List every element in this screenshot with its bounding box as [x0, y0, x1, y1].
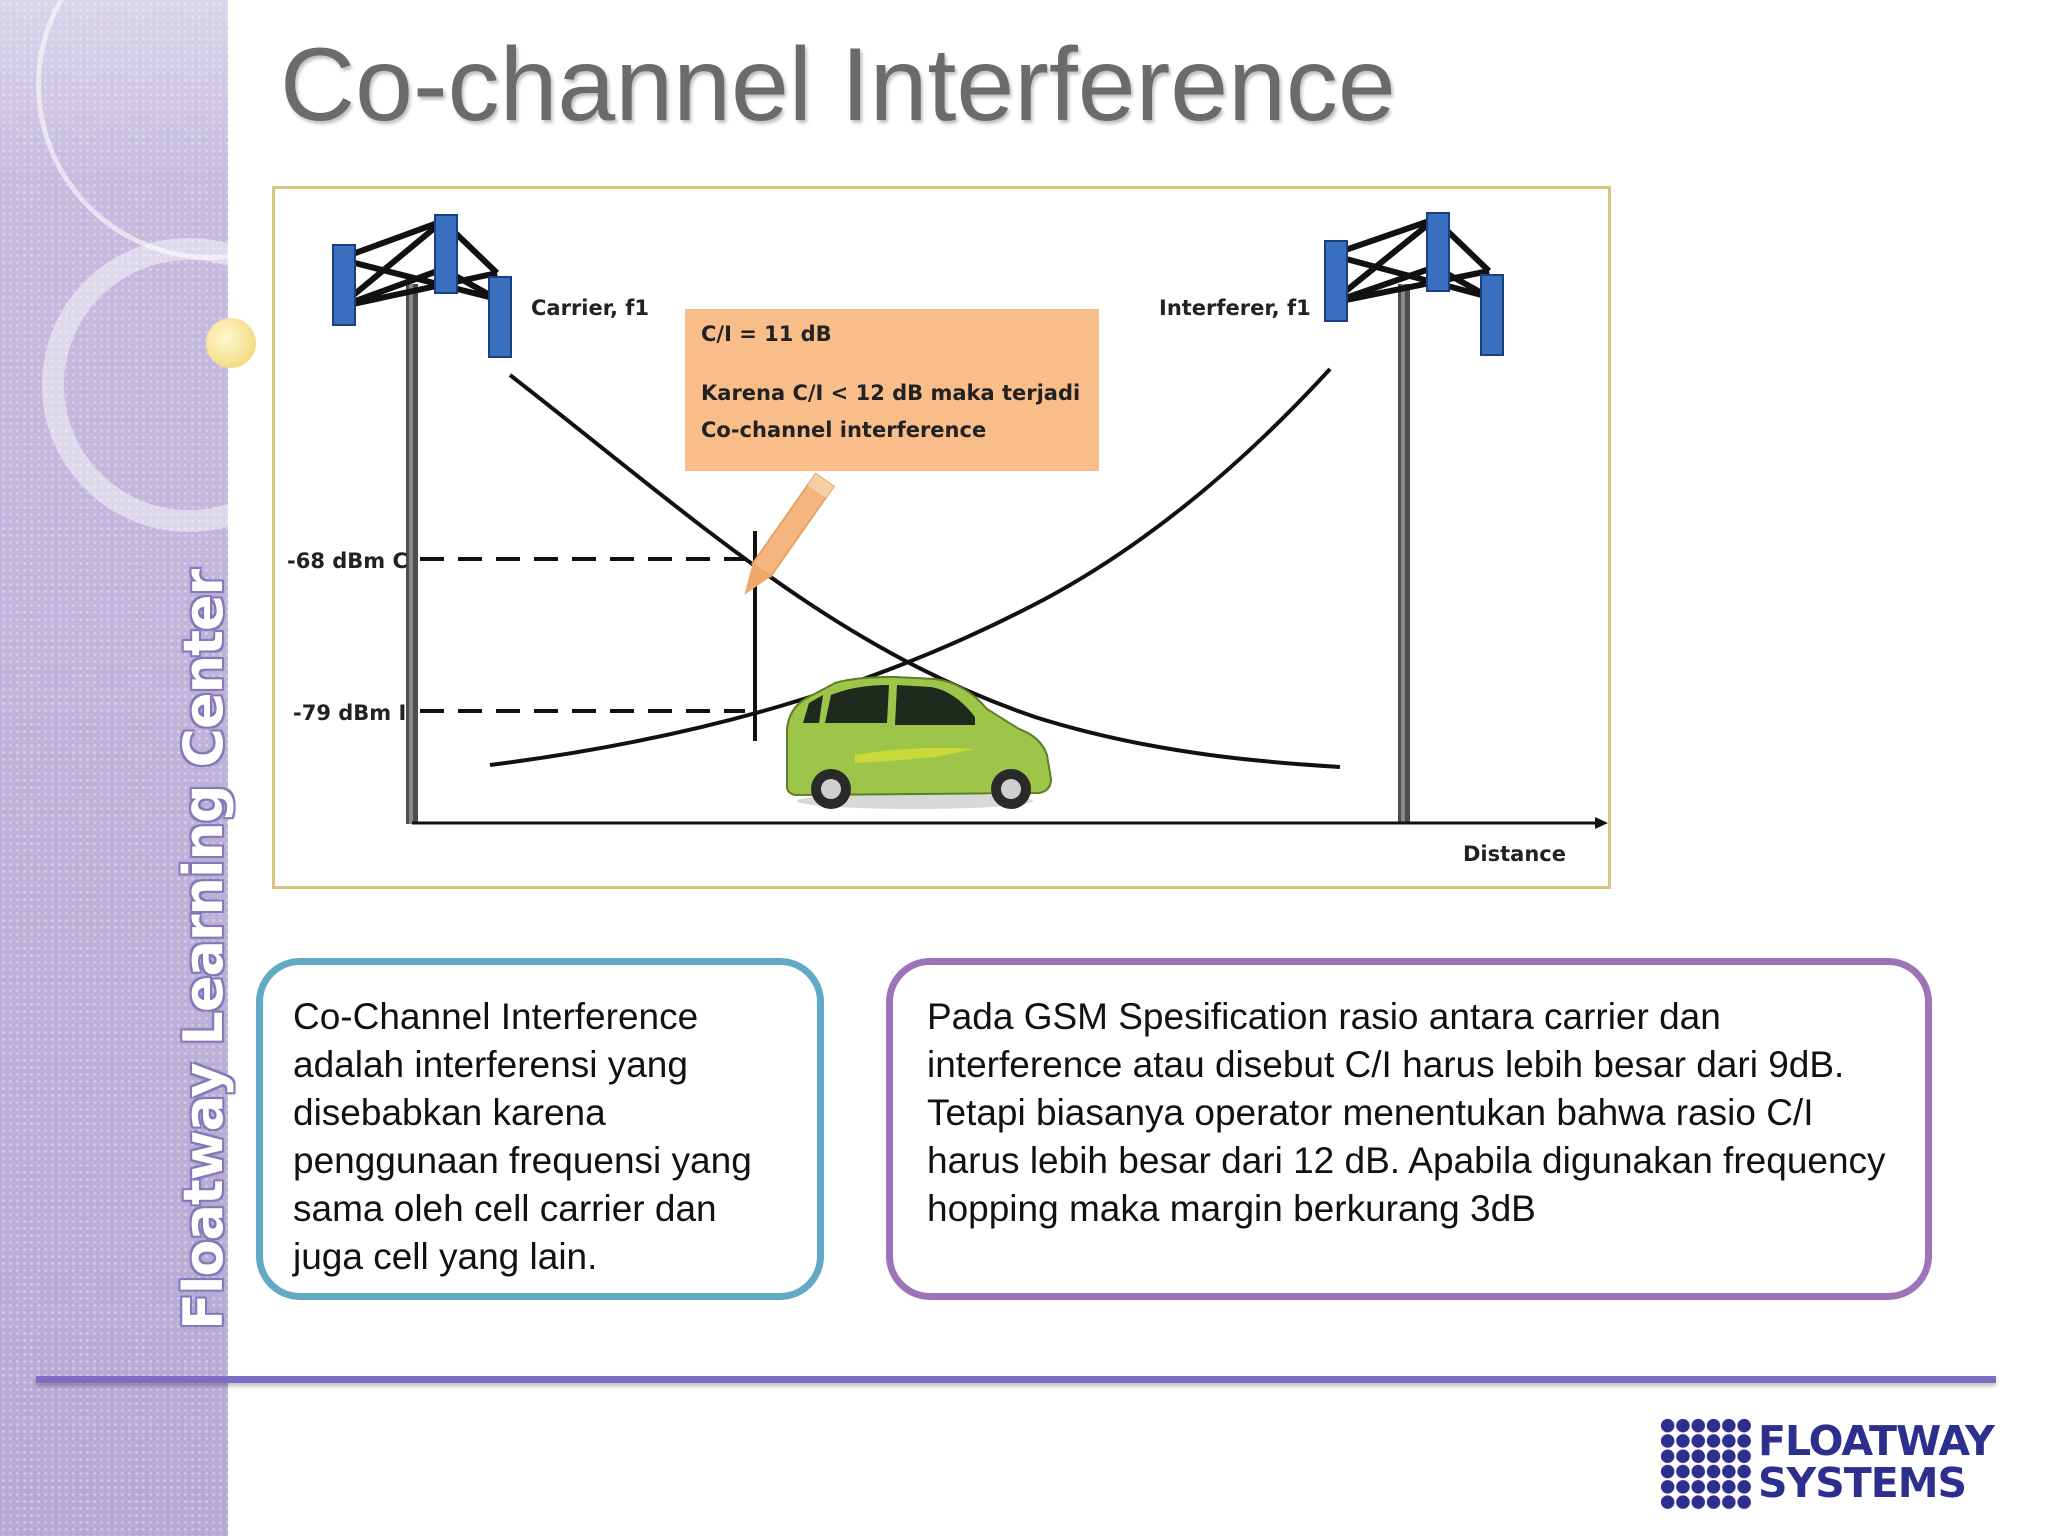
definition-box: Co-Channel Interference adalah interfere… — [256, 958, 824, 1300]
pencil-pointer — [744, 472, 836, 595]
interferer-tower — [1324, 212, 1504, 824]
ci-callout-result: Co-channel interference — [701, 418, 986, 442]
diagram-canvas: C/I = 11 dB Karena C/I < 12 dB maka terj… — [287, 212, 1608, 866]
logo-dot-grid-icon — [1660, 1418, 1752, 1510]
carrier-antenna-middle — [434, 214, 458, 294]
logo-wordmark: FLOATWAY SYSTEMS — [1758, 1417, 1995, 1507]
distance-axis-label: Distance — [1463, 842, 1566, 866]
sidebar-yellow-dot — [206, 318, 256, 368]
carrier-tower — [332, 214, 512, 824]
slide-title: Co-channel Interference — [280, 27, 1396, 143]
definition-text: Co-Channel Interference adalah interfere… — [293, 996, 752, 1277]
interferer-signal-curve — [489, 367, 1332, 767]
carrier-label: Carrier, f1 — [531, 296, 649, 320]
distance-axis-arrow — [1595, 817, 1608, 829]
carrier-level-label: -68 dBm C — [287, 549, 408, 573]
carrier-antenna-left — [332, 244, 356, 326]
floatway-logo: FLOATWAY SYSTEMS — [1660, 1414, 1995, 1514]
ci-callout-box — [685, 309, 1099, 471]
ci-callout-reason: Karena C/I < 12 dB maka terjadi — [701, 381, 1080, 405]
interferer-level-label: -79 dBm I — [293, 701, 406, 725]
carrier-antenna-right — [488, 276, 512, 358]
logo-line-2: SYSTEMS — [1758, 1459, 1967, 1507]
sidebar-vertical-label: Floatway Learning Center — [172, 569, 235, 1330]
interferer-label: Interferer, f1 — [1159, 296, 1311, 320]
interference-diagram: C/I = 11 dB Karena C/I < 12 dB maka terj… — [272, 186, 1611, 889]
ci-callout-value: C/I = 11 dB — [701, 322, 832, 346]
gsm-specification-text: Pada GSM Spesification rasio antara carr… — [927, 996, 1886, 1229]
interferer-antenna-left — [1324, 240, 1348, 322]
interferer-antenna-middle — [1426, 212, 1450, 292]
interferer-antenna-right — [1480, 274, 1504, 356]
car-illustration — [786, 675, 1053, 809]
footer-divider — [36, 1376, 1996, 1383]
logo-line-1: FLOATWAY — [1758, 1417, 1995, 1465]
gsm-specification-box: Pada GSM Spesification rasio antara carr… — [886, 958, 1932, 1300]
